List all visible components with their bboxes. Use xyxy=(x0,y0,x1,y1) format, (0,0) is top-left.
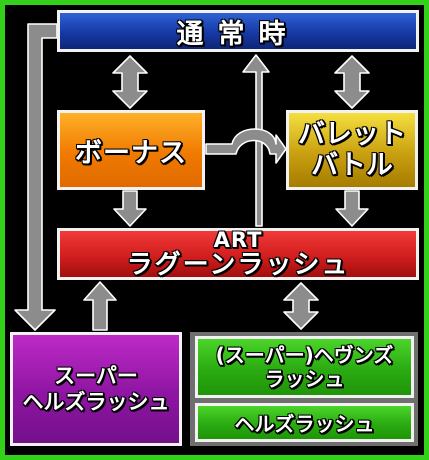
arrow-bullet-to-art xyxy=(335,190,369,227)
node-art-prefix: ART xyxy=(213,228,263,252)
arrow-top-to-super-hells-rush xyxy=(14,23,58,331)
node-top: 通常時 xyxy=(57,10,419,52)
node-super-heavens-rush-line-1: (スーパー)ヘヴンズ xyxy=(215,343,394,368)
node-bullet-battle-line-2: バトル xyxy=(311,150,394,182)
node-bullet-battle-line-1: バレット xyxy=(298,119,407,151)
arrow-bonus-to-bullet xyxy=(205,128,287,164)
node-hells-rush: ヘルズラッシュ xyxy=(195,403,414,442)
node-super-hells-rush-line-2: ヘルズラッシュ xyxy=(22,390,170,415)
node-bullet-battle: バレット バトル xyxy=(286,110,418,190)
arrow-top-bonus-both xyxy=(112,55,148,109)
arrow-bonus-to-art xyxy=(113,190,147,227)
node-super-hells-rush-line-1: スーパー xyxy=(54,364,139,389)
node-top-label: 通常時 xyxy=(176,18,300,50)
node-art-label: ラグーンラッシュ xyxy=(126,250,350,280)
node-hells-rush-label: ヘルズラッシュ xyxy=(234,412,375,437)
node-super-hells-rush: スーパー ヘルズラッシュ xyxy=(10,332,182,446)
node-super-heavens-rush-line-2: ラッシュ xyxy=(264,367,345,392)
node-bonus: ボーナス xyxy=(57,110,205,190)
arrow-top-bullet-both xyxy=(334,55,370,109)
arrow-art-heavens-both xyxy=(283,282,319,330)
arrow-super-hells-to-art xyxy=(83,281,117,331)
node-art: ART ラグーンラッシュ xyxy=(57,228,419,280)
node-bonus-label: ボーナス xyxy=(75,137,187,169)
node-super-heavens-rush: (スーパー)ヘヴンズ ラッシュ xyxy=(195,336,414,398)
